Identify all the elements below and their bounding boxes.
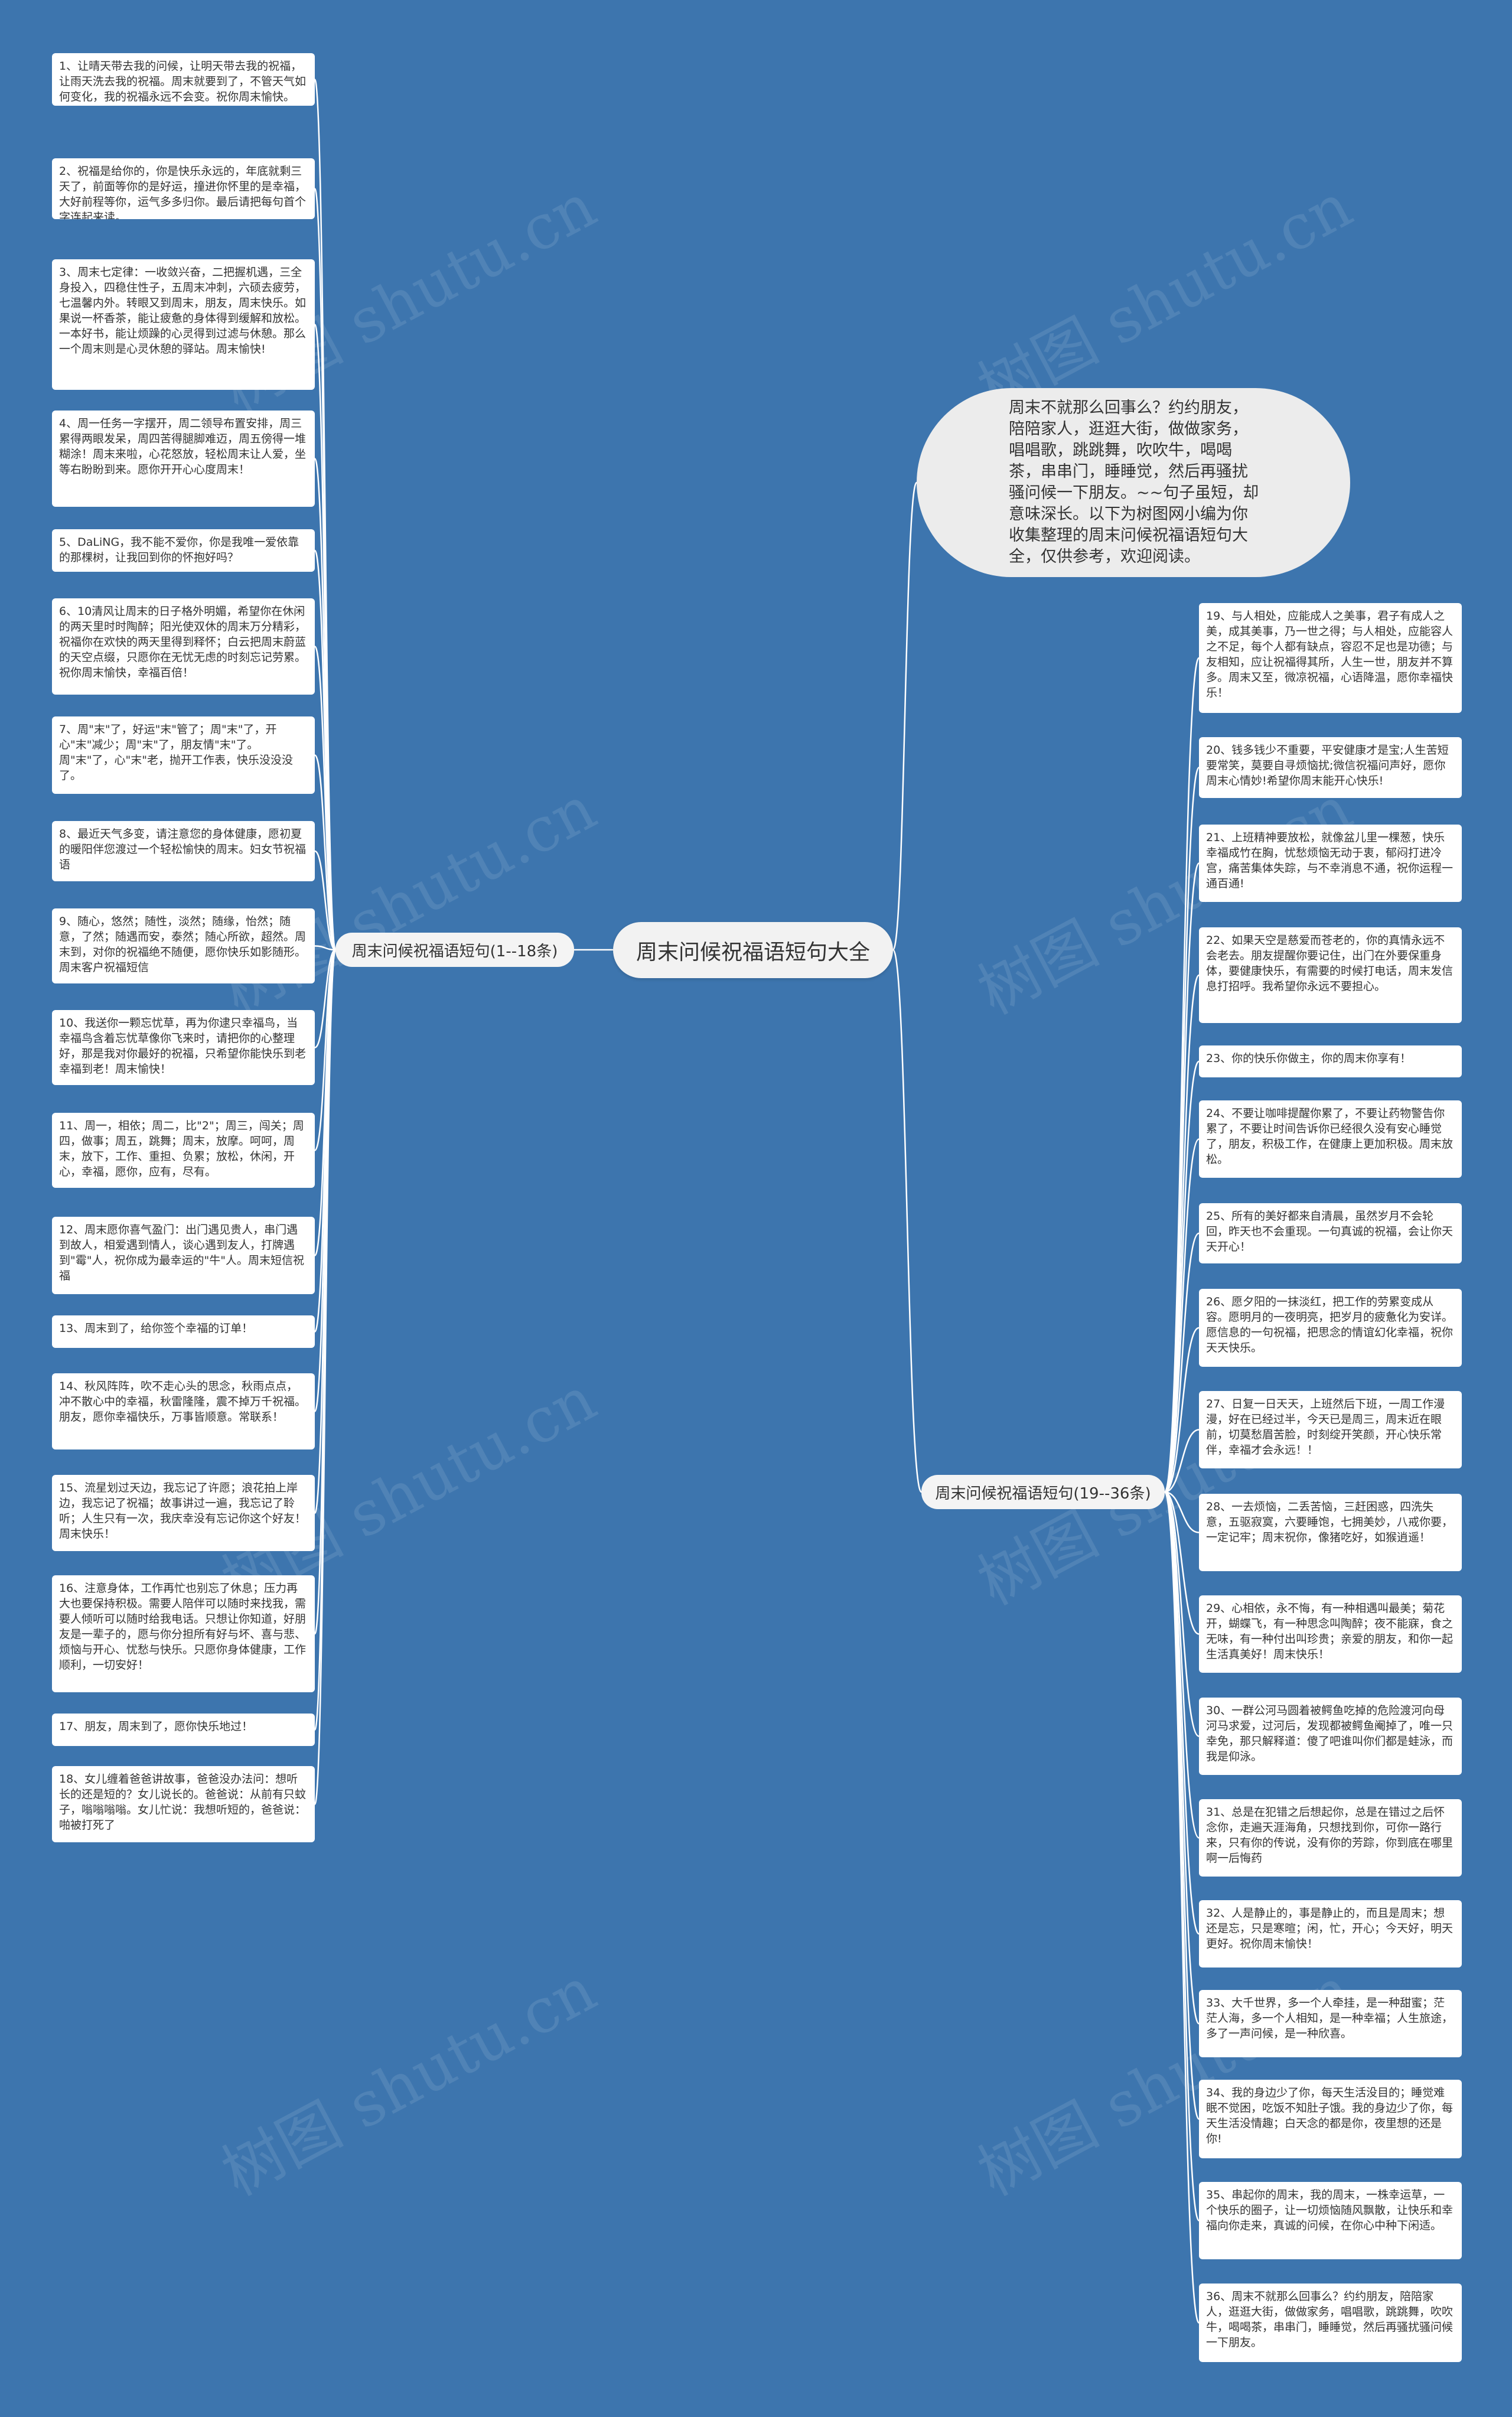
right-leaf-item[interactable]: 19、与人相处，应能成人之美事，君子有成人之美，成其美事，乃一世之得；与人相处，… <box>1199 603 1462 713</box>
watermark: 树图 shutu.cn <box>966 1953 1363 2210</box>
right-leaf-item[interactable]: 28、一去烦恼，二丢苦恼，三赶困惑，四洗失意，五驱寂寞，六要睡饱，七拥美妙，八戒… <box>1199 1494 1462 1571</box>
connector-line <box>1164 1491 1200 2025</box>
connector-line <box>314 949 336 1048</box>
right-leaf-item[interactable]: 20、钱多钱少不重要，平安健康才是宝;人生苦短要常笑，莫要自寻烦恼扰;微信祝福问… <box>1199 737 1462 798</box>
left-leaf-item[interactable]: 4、周一任务一字摆开，周二领导布置安排，周三累得两眼发呆，周四苦得腿脚难迈，周五… <box>52 411 315 507</box>
right-leaf-item[interactable]: 23、你的快乐你做主，你的周末你享有！ <box>1199 1045 1462 1077</box>
connector-line <box>1164 1327 1200 1493</box>
right-leaf-item[interactable]: 32、人是静止的，事是静止的，而且是周末；想还是忘，只是寒暄；闲，忙，开心；今天… <box>1199 1900 1462 1968</box>
connector-line <box>1164 767 1200 1493</box>
left-leaf-item[interactable]: 13、周末到了，给你签个幸福的订单！ <box>52 1315 315 1348</box>
left-leaf-item[interactable]: 17、朋友，周末到了，愿你快乐地过！ <box>52 1714 315 1746</box>
connector-line <box>1164 974 1200 1493</box>
connector-line <box>314 549 337 951</box>
right-leaf-item[interactable]: 33、大千世界，多一个人牵挂，是一种甜蜜；茫茫人海，多一个人相知，是一种幸福；人… <box>1199 1990 1462 2057</box>
right-leaf-item[interactable]: 24、不要让咖啡提醒你累了，不要让药物警告你累了，不要让时间告诉你已经很久没有安… <box>1199 1100 1462 1178</box>
connector-line <box>314 188 337 951</box>
connector-line <box>1164 1429 1200 1493</box>
left-leaf-item[interactable]: 9、随心，悠然；随性，淡然；随缘，怡然；随意，了然；随遇而安，泰然；随心所欲，超… <box>52 908 315 983</box>
connector-line <box>314 949 337 1256</box>
right-leaf-item[interactable]: 25、所有的美好都来自清晨，虽然岁月不会轮回，昨天也不会重现。一句真诚的祝福，会… <box>1199 1203 1462 1263</box>
connector-line <box>314 458 337 951</box>
left-leaf-item[interactable]: 11、周一，相依；周二，比"2"；周三，闯关；周四，做事；周五，跳舞；周末，放摩… <box>52 1113 315 1188</box>
left-leaf-item[interactable]: 1、让晴天带去我的问候，让明天带去我的祝福，让雨天洗去我的祝福。周末就要到了，不… <box>52 53 315 106</box>
right-leaf-item[interactable]: 35、串起你的周末，我的周末，一株幸运草，一个快乐的圈子，让一切烦恼随风飘散，让… <box>1199 2182 1462 2259</box>
left-leaf-item[interactable]: 2、祝福是给你的，你是快乐永远的，年底就剩三天了，前面等你的是好运，撞进你怀里的… <box>52 158 315 219</box>
connector-line <box>314 949 337 1635</box>
left-leaf-item[interactable]: 6、10清风让周末的日子格外明媚，希望你在休闲的两天里时时陶醉；阳光使双休的周末… <box>52 598 315 695</box>
connector-line <box>314 949 337 1805</box>
connector-line <box>1164 1491 1200 2221</box>
connector-line <box>314 945 336 951</box>
connector-line <box>1164 862 1200 1493</box>
connector-line <box>1164 1491 1200 2324</box>
connector-line <box>314 754 337 951</box>
connector-line <box>314 79 337 951</box>
connector-line <box>314 949 337 1151</box>
intro-node[interactable]: 周末不就那么回事么？约约朋友，陪陪家人，逛逛大街，做做家务，唱唱歌，跳跳舞，吹吹… <box>917 388 1350 577</box>
right-leaf-item[interactable]: 36、周末不就那么回事么？约约朋友，陪陪家人，逛逛大街，做做家务，唱唱歌，跳跳舞… <box>1199 2284 1462 2362</box>
connector-line <box>314 324 337 951</box>
right-leaf-item[interactable]: 30、一群公河马圆着被鳄鱼吃掉的危险渡河向母河马求爱，过河后，发现都被鳄鱼阉掉了… <box>1199 1698 1462 1775</box>
connector-line <box>892 949 923 1493</box>
left-leaf-item[interactable]: 15、流星划过天边，我忘记了许愿；浪花拍上岸边，我忘记了祝福；故事讲过一遍，我忘… <box>52 1475 315 1551</box>
right-leaf-item[interactable]: 27、日复一日天天，上班然后下班，一周工作漫漫，好在已经过半，今天已是周三，周末… <box>1199 1391 1462 1468</box>
left-leaf-item[interactable]: 16、注意身体，工作再忙也别忘了休息；压力再大也要保持积极。需要人陪伴可以随时来… <box>52 1575 315 1692</box>
left-leaf-item[interactable]: 8、最近天气多变，请注意您的身体健康，愿初夏的暖阳伴您渡过一个轻松愉快的周末。妇… <box>52 821 315 881</box>
left-leaf-item[interactable]: 3、周末七定律：一收敛兴奋，二把握机遇，三全身投入，四稳住性子，五周末冲刺，六硕… <box>52 259 315 390</box>
branch-left[interactable]: 周末问候祝福语短句(1--18条) <box>335 933 574 967</box>
connector-line <box>1164 1491 1200 1839</box>
right-leaf-item[interactable]: 29、心相依，永不悔，有一种相遇叫最美；菊花开，蝴蝶飞，有一种思念叫陶醉；夜不能… <box>1199 1595 1462 1673</box>
right-leaf-item[interactable]: 26、愿夕阳的一抹淡红，把工作的劳累变成从容。愿明月的一夜明亮，把岁月的疲惫化为… <box>1199 1289 1462 1367</box>
connector-line <box>314 949 337 1333</box>
left-leaf-item[interactable]: 10、我送你一颗忘忧草，再为你逮只幸福鸟，当幸福鸟含着忘忧草像你飞来时，请把你的… <box>52 1010 315 1085</box>
connector-line <box>314 949 337 1514</box>
connector-line <box>314 949 337 1412</box>
connector-line <box>314 850 336 951</box>
connector-line <box>1164 1491 1200 1935</box>
right-leaf-item[interactable]: 31、总是在犯错之后想起你，总是在错过之后怀念你，走遍天涯海角，只想找到你，可你… <box>1199 1799 1462 1877</box>
left-leaf-item[interactable]: 12、周末愿你喜气盈门：出门遇见贵人，串门遇到故人，相爱遇到情人，谈心遇到友人，… <box>52 1217 315 1294</box>
left-leaf-item[interactable]: 7、周"末"了，好运"末"管了；周"末"了，开心"末"减少；周"末"了，朋友情"… <box>52 716 315 794</box>
right-leaf-item[interactable]: 34、我的身边少了你，每天生活没目的；睡觉难眠不觉困，吃饭不知肚子饿。我的身边少… <box>1199 2080 1462 2158</box>
left-leaf-item[interactable]: 18、女儿缠着爸爸讲故事，爸爸没办法问：想听长的还是短的？女儿说长的。爸爸说：从… <box>52 1766 315 1842</box>
branch-right[interactable]: 周末问候祝福语短句(19--36条) <box>921 1475 1165 1509</box>
connector-line <box>1164 1138 1200 1493</box>
left-leaf-item[interactable]: 14、秋风阵阵，吹不走心头的思念，秋雨点点，冲不散心中的幸福，秋雷隆隆，震不掉万… <box>52 1373 315 1449</box>
connector-line <box>892 481 918 951</box>
connector-line <box>314 949 337 1731</box>
connector-line <box>1164 1491 1200 1737</box>
central-topic[interactable]: 周末问候祝福语短句大全 <box>613 922 893 978</box>
watermark: 树图 shutu.cn <box>210 1953 607 2210</box>
connector-line <box>1164 657 1200 1493</box>
connector-line <box>1164 1491 1200 1533</box>
connector-line <box>1164 1060 1200 1493</box>
left-leaf-item[interactable]: 5、DaLiNG，我不能不爱你，你是我唯一爱依靠的那棵树，让我回到你的怀抱好吗？ <box>52 529 315 572</box>
right-leaf-item[interactable]: 21、上班精神要放松，就像盆儿里一棵葱，快乐幸福成竹在胸，忧愁烦恼无动于衷，郁闷… <box>1199 825 1462 902</box>
watermark: 树图 shutu.cn <box>210 771 607 1028</box>
connector-line <box>1164 1491 1200 2120</box>
connector-line <box>1164 1232 1200 1493</box>
right-leaf-item[interactable]: 22、如果天空是慈爱而苍老的，你的真情永远不会老去。朋友提醒你要记住，出门在外要… <box>1199 927 1462 1023</box>
connector-line <box>314 646 337 951</box>
connector-line <box>1164 1491 1200 1635</box>
